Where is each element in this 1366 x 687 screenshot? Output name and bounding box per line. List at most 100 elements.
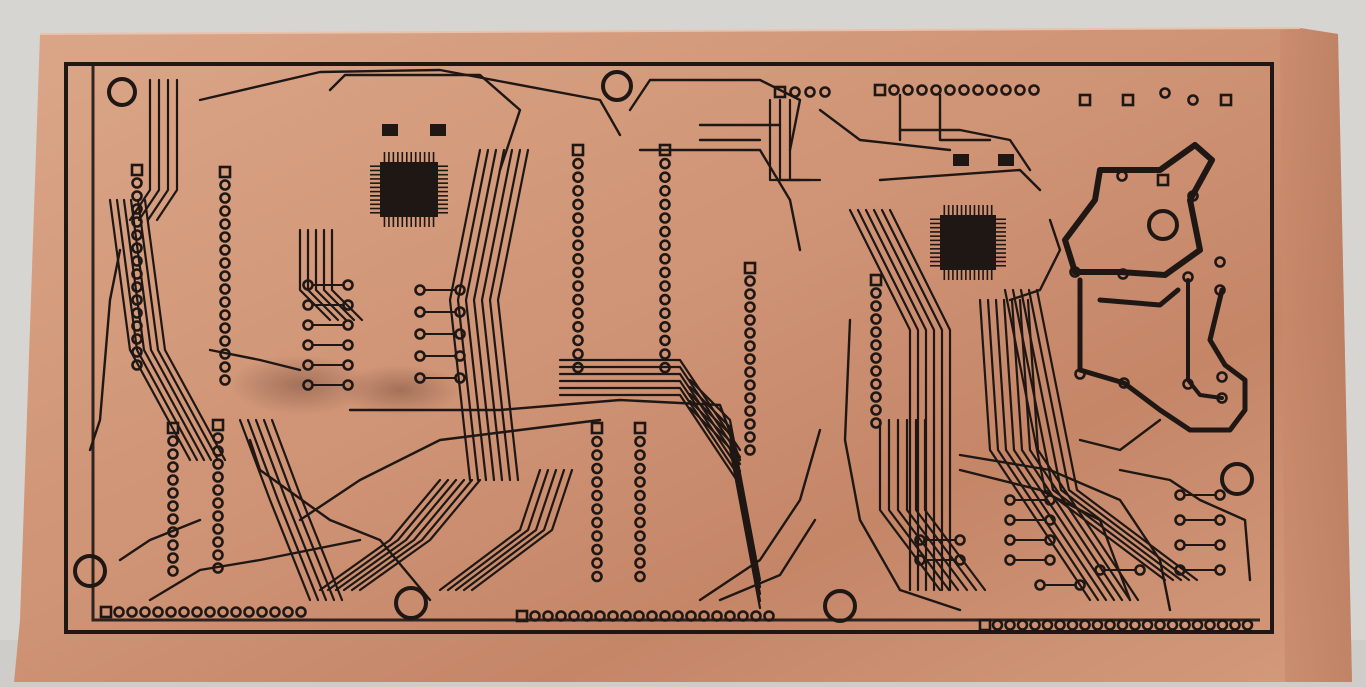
copper-trace — [698, 428, 822, 602]
round-pad — [744, 418, 756, 430]
round-pad — [724, 610, 736, 622]
square-pad — [773, 85, 787, 99]
round-pad — [1182, 378, 1194, 390]
round-pad — [1041, 619, 1054, 631]
round-pad — [659, 280, 671, 292]
round-pad — [529, 610, 541, 622]
round-pad — [1034, 579, 1046, 591]
round-pad — [744, 366, 756, 378]
round-pad — [1214, 489, 1226, 501]
copper-trace — [994, 298, 1108, 602]
round-pad — [1191, 619, 1204, 631]
round-pad — [454, 328, 466, 340]
copper-trace — [448, 148, 482, 482]
copper-trace — [1186, 278, 1224, 400]
round-pad — [1000, 84, 1012, 96]
round-pad — [744, 444, 756, 456]
round-pad — [414, 306, 426, 318]
round-pad — [1004, 554, 1016, 566]
copper-trace — [1002, 298, 1116, 602]
round-pad — [1241, 619, 1254, 631]
round-pad — [659, 320, 671, 333]
round-pad — [302, 299, 314, 311]
round-pad — [870, 313, 882, 325]
round-pad — [212, 510, 224, 522]
round-pad — [902, 84, 914, 96]
round-pad — [572, 307, 584, 320]
copper-trace — [462, 468, 566, 592]
round-pad — [178, 606, 190, 618]
round-pad — [1074, 579, 1086, 591]
round-pad — [1214, 539, 1226, 551]
copper-trace — [472, 148, 506, 482]
square-pad — [166, 421, 180, 435]
copper-trace — [978, 298, 1092, 602]
round-pad — [1094, 564, 1106, 576]
round-pad — [219, 244, 231, 256]
copper-trace — [558, 372, 742, 466]
round-pad — [763, 610, 775, 622]
round-pad — [591, 435, 603, 448]
round-pad — [342, 299, 354, 311]
round-pad — [954, 554, 966, 566]
round-pad — [634, 543, 646, 556]
smd-pad — [998, 154, 1014, 166]
round-pad — [131, 307, 143, 319]
round-pad — [302, 379, 314, 391]
round-pad — [212, 562, 224, 574]
round-pad — [131, 229, 143, 241]
round-pad — [698, 610, 710, 622]
square-pad — [1121, 93, 1135, 107]
round-pad — [591, 462, 603, 475]
copper-trace — [198, 68, 622, 137]
copper-trace — [155, 78, 179, 222]
round-pad — [219, 322, 231, 334]
copper-trace — [330, 228, 364, 322]
copper-trace — [905, 418, 969, 592]
copper-trace — [148, 538, 362, 602]
mounting-hole — [823, 589, 857, 623]
round-pad — [572, 239, 584, 251]
round-pad — [659, 157, 671, 170]
round-pad — [944, 84, 956, 96]
round-pad — [1044, 514, 1056, 526]
pad-layer — [99, 83, 1254, 632]
round-pad — [1214, 256, 1226, 268]
round-pad — [991, 619, 1004, 631]
round-pad — [219, 348, 231, 360]
mounting-hole — [601, 70, 633, 102]
copper-trace — [896, 418, 960, 592]
round-pad — [131, 333, 143, 345]
copper-trace — [238, 418, 312, 602]
chip-layer — [370, 124, 1014, 280]
round-pad — [870, 378, 882, 390]
round-pad — [1141, 619, 1154, 631]
round-pad — [113, 606, 125, 618]
round-pad — [870, 391, 882, 403]
round-pad — [659, 307, 671, 320]
round-pad — [282, 606, 294, 618]
copper-trace — [558, 365, 742, 459]
round-pad — [131, 346, 143, 358]
copper-trace — [358, 478, 482, 592]
round-pad — [572, 198, 584, 211]
round-pad — [572, 225, 584, 238]
round-pad — [1116, 619, 1129, 631]
round-pad — [219, 296, 231, 308]
round-pad — [1104, 619, 1116, 631]
round-pad — [131, 255, 143, 267]
copper-trace — [688, 399, 762, 603]
round-pad — [167, 461, 179, 473]
copper-trace — [318, 478, 442, 592]
round-pad — [659, 252, 671, 265]
round-pad — [659, 225, 671, 238]
hole-layer — [73, 70, 1254, 623]
round-pad — [414, 350, 426, 362]
square-pad — [590, 421, 604, 435]
round-pad — [1044, 534, 1056, 546]
round-pad — [302, 359, 314, 371]
copper-trace — [888, 208, 952, 592]
round-pad — [568, 610, 580, 622]
round-pad — [659, 212, 671, 224]
copper-trace — [348, 398, 742, 462]
